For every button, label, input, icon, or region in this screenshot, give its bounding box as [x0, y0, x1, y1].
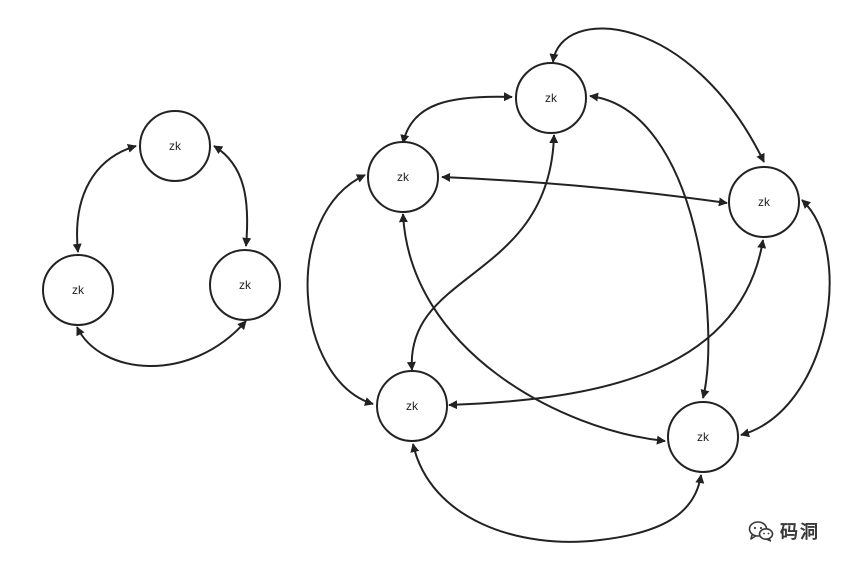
node-label: zk	[72, 283, 85, 297]
node-left-top: zk	[139, 110, 211, 182]
wechat-icon	[748, 521, 774, 542]
watermark: 码洞	[748, 519, 820, 543]
node-right-right: zk	[728, 166, 800, 238]
right-cluster-nodes: zk zk zk zk zk	[367, 62, 800, 473]
edge-ltop-lright	[213, 145, 252, 247]
edge-rright-rlowerright	[740, 199, 831, 438]
node-circle	[42, 254, 114, 326]
edge-rtop-rupperleft	[400, 92, 513, 144]
edge-ltop-lleft	[72, 143, 137, 253]
node-right-upper-left: zk	[367, 141, 439, 213]
edge-rtop-rright	[549, 27, 765, 163]
node-left-left: zk	[42, 254, 114, 326]
right-cluster-edges	[306, 27, 831, 543]
left-cluster-edges	[72, 143, 252, 367]
node-label: zk	[545, 91, 558, 105]
edge-rtop-rlowerright	[589, 92, 710, 399]
node-label: zk	[697, 430, 710, 444]
edge-rupperleft-rright	[441, 172, 728, 207]
edge-rupperleft-rlowerleft	[306, 174, 374, 406]
node-label: zk	[239, 278, 252, 292]
edge-rlowerleft-rlowerright	[410, 443, 705, 543]
left-cluster-nodes: zk zk zk	[42, 110, 281, 326]
node-circle	[376, 370, 448, 442]
edge-lleft-lright	[76, 320, 247, 367]
node-circle	[515, 62, 587, 134]
node-circle	[728, 166, 800, 238]
node-label: zk	[758, 195, 771, 209]
node-circle	[209, 249, 281, 321]
node-circle	[139, 110, 211, 182]
node-circle	[667, 401, 739, 473]
node-label: zk	[169, 139, 182, 153]
watermark-text: 码洞	[780, 522, 820, 543]
node-label: zk	[406, 399, 419, 413]
node-left-right: zk	[209, 249, 281, 321]
node-right-top: zk	[515, 62, 587, 134]
node-circle	[367, 141, 439, 213]
node-right-lower-right: zk	[667, 401, 739, 473]
node-right-lower-left: zk	[376, 370, 448, 442]
node-label: zk	[397, 170, 410, 184]
edge-rright-rlowerleft	[448, 239, 767, 410]
